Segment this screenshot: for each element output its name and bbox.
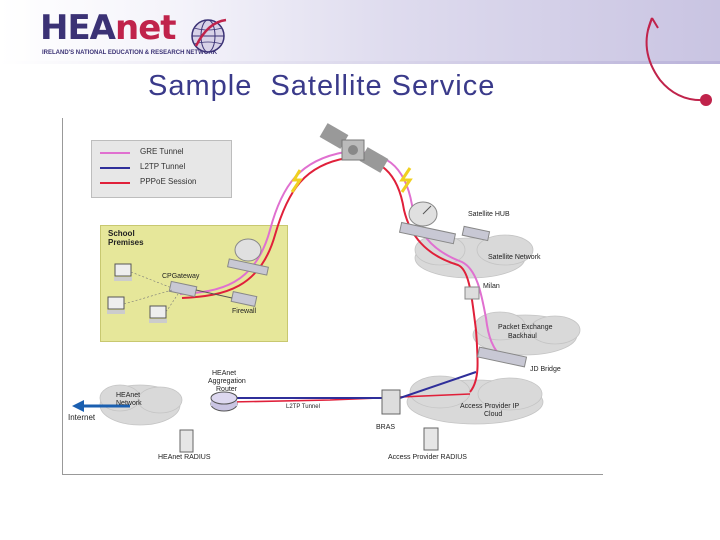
lightning-bolt-icon xyxy=(399,167,413,193)
label-internet: Internet xyxy=(68,413,96,422)
header-band xyxy=(0,0,720,64)
switch-icon xyxy=(464,286,480,300)
satellite-icon xyxy=(319,123,389,173)
label-heanet-aggregation: HEAnet xyxy=(212,370,237,377)
legend-item-l2tp: L2TP Tunnel xyxy=(100,162,230,174)
legend: GRE Tunnel L2TP Tunnel PPPoE Session xyxy=(91,140,232,198)
label-firewall: Firewall xyxy=(232,308,257,315)
heanet-logo: HEAnet IRELAND'S NATIONAL EDUCATION & RE… xyxy=(40,8,227,64)
bras-icon xyxy=(381,389,401,415)
cloud-icon xyxy=(406,375,544,425)
pppoe-session-path xyxy=(181,156,479,393)
school-dish-icon xyxy=(227,238,269,276)
legend-item-gre: GRE Tunnel xyxy=(100,147,230,159)
lightning-bolt-icon xyxy=(290,169,303,193)
logo-subtitle: IRELAND'S NATIONAL EDUCATION & RESEARCH … xyxy=(42,50,218,56)
pc-icon xyxy=(114,263,132,281)
bridge-icon xyxy=(476,346,528,368)
logo-accent: net xyxy=(115,8,177,48)
pc-icon xyxy=(107,296,125,314)
label-satellite-network: Satellite Network xyxy=(488,254,541,261)
pppoe-session-path xyxy=(229,393,471,403)
label-jd-bridge: JD Bridge xyxy=(530,366,561,373)
legend-swatch xyxy=(100,167,130,169)
legend-label: L2TP Tunnel xyxy=(140,162,186,171)
label-milan: Milan xyxy=(483,283,500,290)
access-provider-radius-server-icon xyxy=(423,427,439,451)
cpe-gateway-icon xyxy=(168,280,198,298)
legend-item-pppoe: PPPoE Session xyxy=(100,177,230,189)
label-bras: BRAS xyxy=(376,424,396,431)
legend-label: PPPoE Session xyxy=(140,177,197,186)
slide-title: Sample Satellite Service xyxy=(148,70,496,102)
pc-icon xyxy=(149,305,167,323)
cloud-icon xyxy=(472,311,581,356)
legend-swatch xyxy=(100,182,130,184)
legend-swatch xyxy=(100,152,130,154)
label-cpe-gateway: CPGateway xyxy=(162,273,200,280)
label-heanet-aggregation: Aggregation xyxy=(208,378,246,385)
label-l2tp-tunnel: L2TP Tunnel xyxy=(286,404,320,410)
label-heanet-network: Network xyxy=(116,400,142,407)
label-heanet-network: HEAnet xyxy=(116,392,141,399)
label-heanet-aggregation: Router xyxy=(216,386,238,393)
school-premises-label: School Premises xyxy=(108,229,144,247)
label-cloud: Cloud xyxy=(484,411,503,418)
label-packet-exchange: Packet Exchange xyxy=(498,324,553,331)
label-access-provider-ip: Access Provider IP xyxy=(460,403,520,410)
logo-main: HEA xyxy=(40,8,116,48)
satellite-hub-dish-icon xyxy=(398,201,457,245)
label-heanet-radius: HEAnet RADIUS xyxy=(158,454,211,461)
legend-label: GRE Tunnel xyxy=(140,147,184,156)
arrow-head-icon xyxy=(72,400,84,412)
corner-swoosh-decoration xyxy=(645,17,712,106)
heanet-aggregation-router-icon xyxy=(210,391,238,412)
heanet-radius-server-icon xyxy=(179,429,194,453)
router-icon xyxy=(461,225,491,242)
label-backhaul: Backhaul xyxy=(508,333,537,340)
logo-wordmark: HEAnet xyxy=(40,8,177,48)
firewall-icon xyxy=(230,291,258,307)
label-access-provider-radius: Access Provider RADIUS xyxy=(388,454,467,461)
globe-icon xyxy=(191,18,227,53)
label-satellite-hub: Satellite HUB xyxy=(468,211,510,218)
